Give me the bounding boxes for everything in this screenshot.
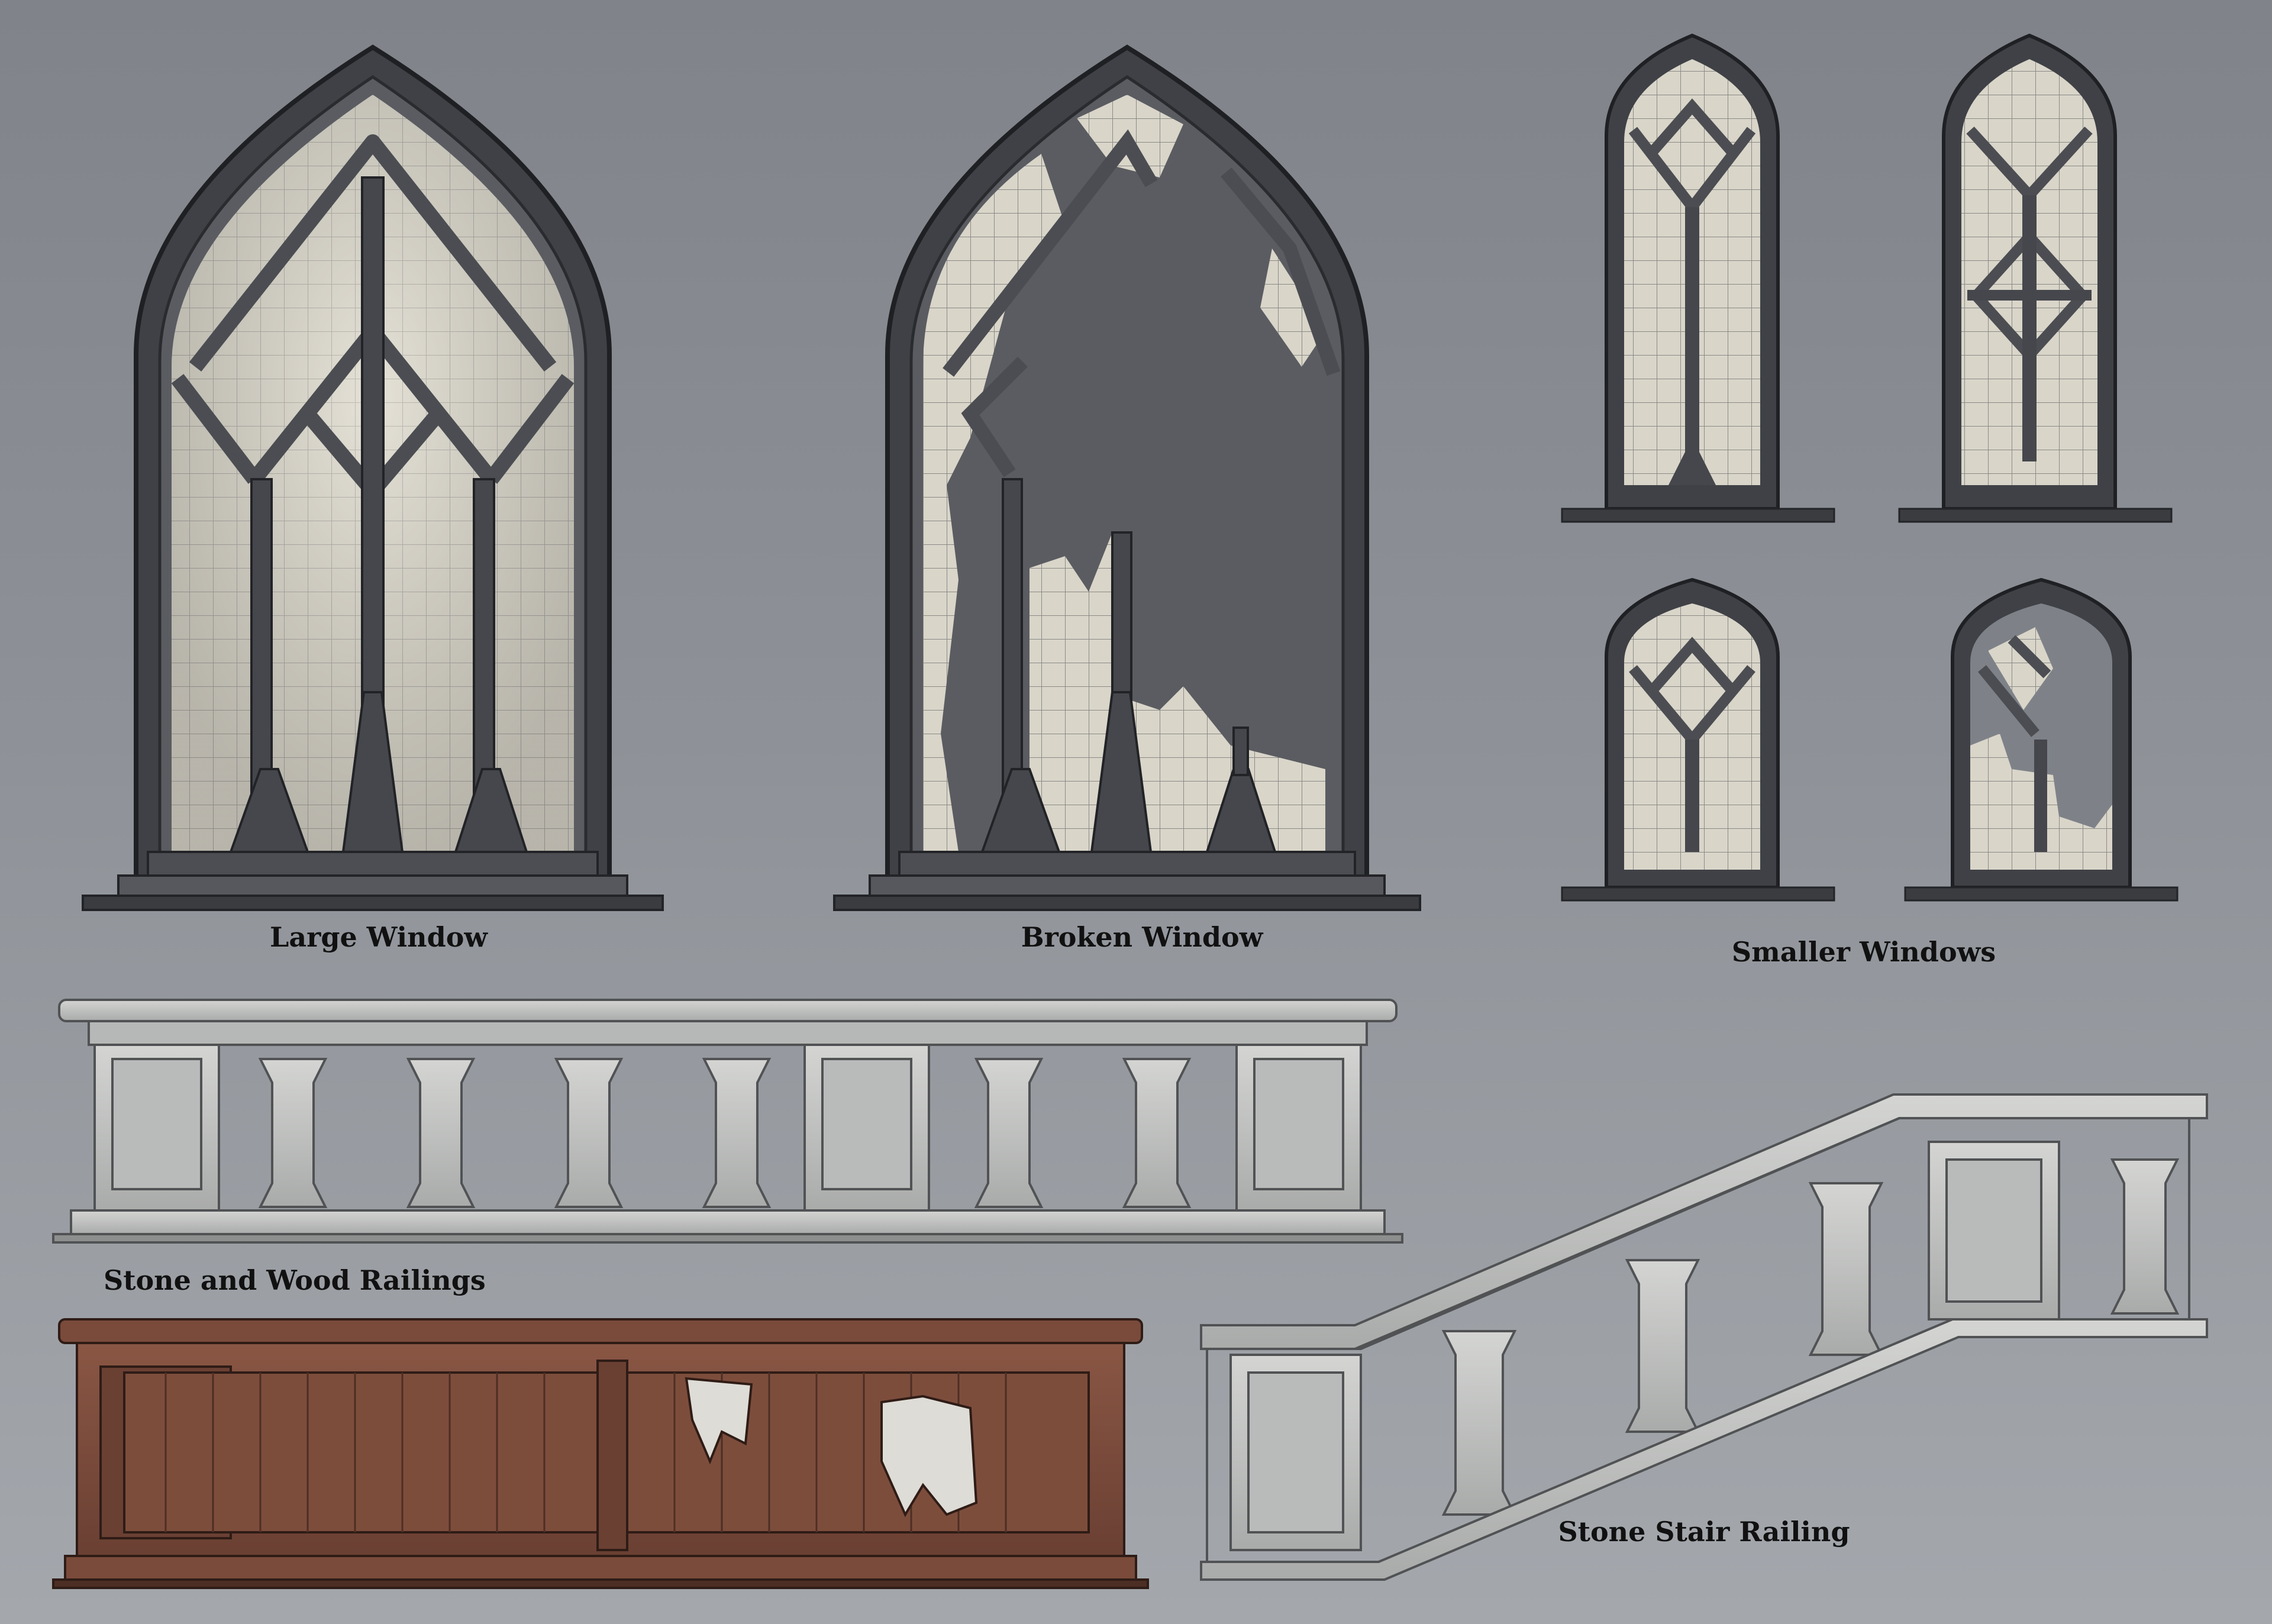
stair-railing-label: Stone Stair Railing <box>1558 1516 1850 1548</box>
wood-railing <box>52 1318 1149 1589</box>
large-window <box>82 44 664 911</box>
small-window-short-1 <box>1561 577 1835 902</box>
stone-railing <box>52 999 1403 1244</box>
large-window-label: Large Window <box>270 921 488 953</box>
broken-window-label: Broken Window <box>1021 921 1264 953</box>
small-window-tall-2 <box>1898 33 2173 523</box>
broken-window <box>833 44 1421 911</box>
smaller-windows-label: Smaller Windows <box>1732 936 1996 968</box>
small-window-short-broken <box>1904 577 2179 902</box>
railings-label: Stone and Wood Railings <box>104 1264 486 1296</box>
small-window-tall-1 <box>1561 33 1835 523</box>
stone-stair-railing <box>1200 1093 2208 1581</box>
